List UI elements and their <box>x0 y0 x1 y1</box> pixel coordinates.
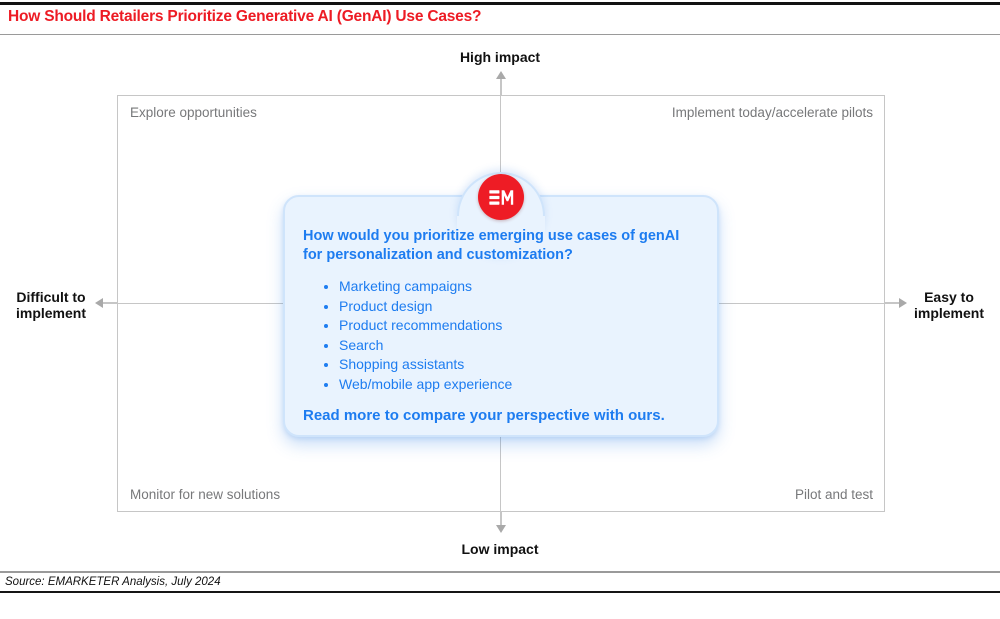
title-underline <box>0 34 1000 35</box>
axis-label-low-impact: Low impact <box>461 541 539 557</box>
arrow-left-stem <box>103 302 117 304</box>
em-logo-icon <box>478 174 524 220</box>
arrow-down-icon <box>496 525 506 533</box>
source-note: Source: EMARKETER Analysis, July 2024 <box>5 576 221 588</box>
list-item: Shopping assistants <box>339 355 699 375</box>
quadrant-label-monitor-new-solutions: Monitor for new solutions <box>130 487 281 502</box>
source-rule-bottom <box>0 591 1000 593</box>
source-rule-top <box>0 571 1000 573</box>
arrow-right-icon <box>899 298 907 308</box>
list-item: Product recommendations <box>339 316 699 336</box>
axis-label-high-impact: High impact <box>459 49 541 65</box>
axis-right-line2: implement <box>913 305 984 321</box>
axis-left-line1: Difficult to <box>16 289 86 305</box>
arrow-up-stem <box>500 79 502 95</box>
quadrant-label-pilot-and-test: Pilot and test <box>794 487 873 502</box>
list-item: Marketing campaigns <box>339 277 699 297</box>
axis-right-line1: Easy to <box>924 289 974 305</box>
page-title: How Should Retailers Prioritize Generati… <box>8 8 482 25</box>
card-content: How would you prioritize emerging use ca… <box>285 197 717 424</box>
arrow-down-stem <box>500 512 502 525</box>
top-rule <box>0 2 1000 5</box>
list-item: Search <box>339 336 699 356</box>
quadrant-label-implement-today: Implement today/accelerate pilots <box>671 105 873 120</box>
axis-left-line2: implement <box>15 305 86 321</box>
arrow-left-icon <box>95 298 103 308</box>
quadrant-label-explore-opportunities: Explore opportunities <box>130 105 257 120</box>
list-item: Web/mobile app experience <box>339 375 699 395</box>
logo-notch <box>457 172 545 260</box>
arrow-up-icon <box>496 71 506 79</box>
axis-label-difficult-to-implement: Difficult to implement <box>2 289 100 321</box>
insight-card: How would you prioritize emerging use ca… <box>283 172 719 437</box>
axis-label-easy-to-implement: Easy to implement <box>900 289 998 321</box>
list-item: Product design <box>339 297 699 317</box>
card-cta: Read more to compare your perspective wi… <box>303 406 665 424</box>
arrow-right-stem <box>885 302 899 304</box>
use-case-list: Marketing campaigns Product design Produ… <box>303 277 699 395</box>
card-question: How would you prioritize emerging use ca… <box>303 228 680 263</box>
